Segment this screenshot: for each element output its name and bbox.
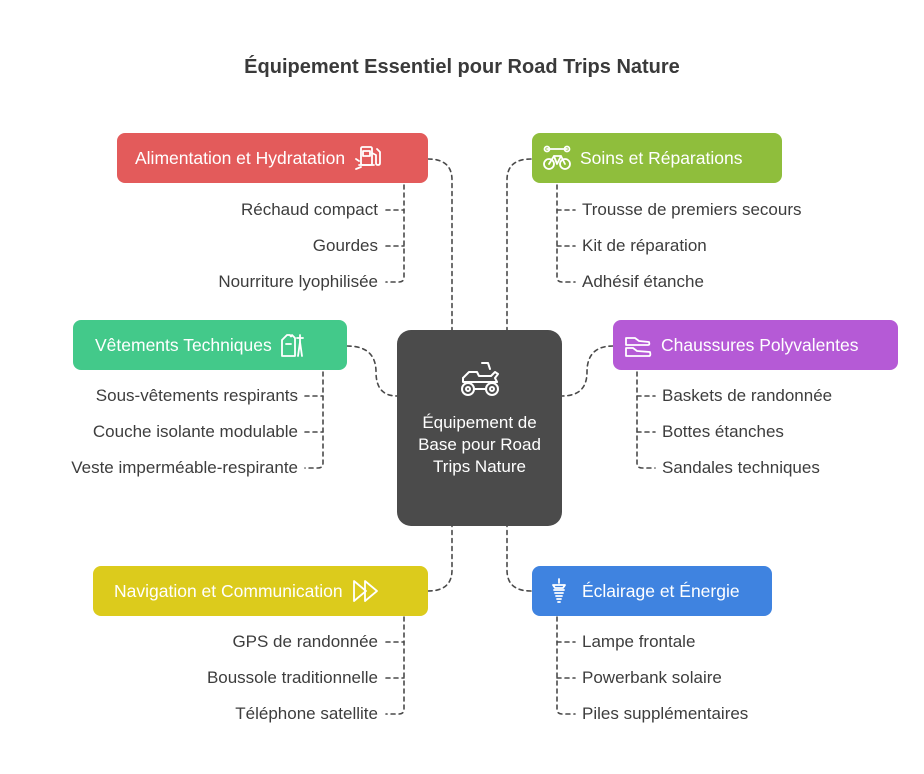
list-item: Sous-vêtements respirants: [95, 386, 298, 405]
list-item: Baskets de randonnée: [662, 386, 833, 405]
category-chaussures: Chaussures Polyvalentes: [613, 320, 898, 370]
atv-icon: [457, 358, 503, 400]
center-node: Équipement de Base pour Road Trips Natur…: [397, 330, 562, 526]
fuel-pump-icon: [353, 143, 383, 173]
center-label: Équipement de Base pour Road Trips Natur…: [418, 413, 541, 476]
category-navigation: Navigation et Communication: [93, 566, 428, 616]
list-item: Lampe frontale: [582, 632, 696, 651]
category-soins: Soins et Réparations: [532, 133, 782, 183]
list-item: Nourriture lyophilisée: [218, 272, 378, 291]
list-item: Gourdes: [312, 236, 378, 255]
category-eclairage: Éclairage et Énergie: [532, 566, 772, 616]
category-vetements: Vêtements Techniques: [73, 320, 347, 370]
category-label: Navigation et Communication: [114, 580, 343, 601]
fast-forward-icon: [351, 576, 381, 606]
category-label: Vêtements Techniques: [95, 334, 272, 355]
list-item: Boussole traditionnelle: [206, 668, 378, 687]
category-label: Soins et Réparations: [580, 147, 743, 168]
list-item: Powerbank solaire: [582, 668, 722, 687]
list-item: Couche isolante modulable: [92, 422, 298, 441]
category-alimentation: Alimentation et Hydratation: [117, 133, 428, 183]
list-item: Téléphone satellite: [235, 704, 378, 723]
category-label: Éclairage et Énergie: [582, 580, 740, 601]
clothing-icon: [278, 330, 308, 360]
category-label: Chaussures Polyvalentes: [661, 334, 859, 355]
list-item: Réchaud compact: [240, 200, 378, 219]
list-item: Sandales techniques: [662, 458, 820, 477]
lightbulb-icon: [544, 576, 574, 606]
shoes-icon: [623, 330, 653, 360]
category-label: Alimentation et Hydratation: [135, 147, 346, 168]
list-item: Adhésif étanche: [582, 272, 704, 291]
list-item: Kit de réparation: [582, 236, 707, 255]
list-item: Bottes étanches: [662, 422, 784, 441]
list-item: Trousse de premiers secours: [582, 200, 802, 219]
list-item: Veste imperméable-respirante: [71, 458, 298, 477]
bike-repair-icon: [542, 143, 572, 173]
diagram-title: Équipement Essentiel pour Road Trips Nat…: [244, 56, 680, 78]
list-item: GPS de randonnée: [232, 632, 378, 651]
list-item: Piles supplémentaires: [582, 704, 749, 723]
